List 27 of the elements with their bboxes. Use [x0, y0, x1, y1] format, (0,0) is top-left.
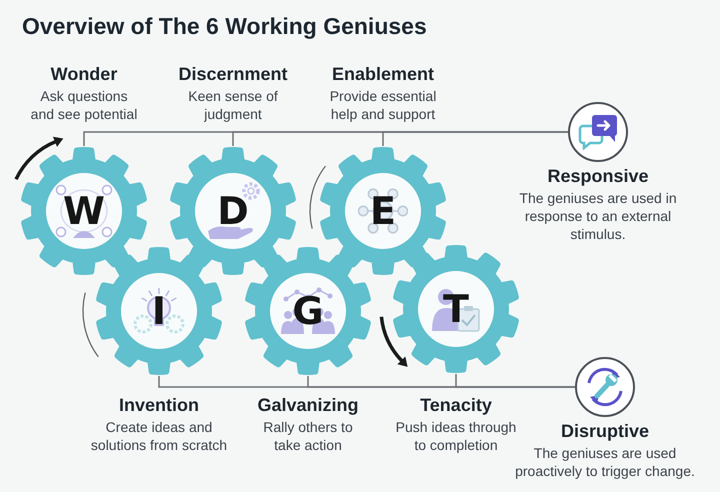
- gear-letter: T: [443, 290, 469, 328]
- gear: [391, 244, 521, 374]
- caption-text: Create ideas and solutions from scratch: [90, 418, 228, 454]
- caption-heading: Enablement: [332, 63, 434, 85]
- caption-text: Provide essential help and support: [328, 87, 438, 123]
- caption-heading: Wonder: [50, 63, 118, 85]
- gear-letter: E: [370, 192, 396, 230]
- gear-letter: G: [292, 292, 324, 330]
- caption-heading: Discernment: [178, 63, 288, 85]
- caption-heading: Responsive: [547, 165, 649, 187]
- gear: [94, 246, 224, 376]
- caption-text: Ask questions and see potential: [30, 87, 138, 123]
- gear-letter: D: [217, 192, 249, 230]
- caption-heading: Disruptive: [560, 420, 650, 442]
- title: Overview of The 6 Working Geniuses: [22, 12, 427, 41]
- gear-letter: W: [63, 192, 105, 230]
- connector-line: [382, 131, 568, 146]
- caption-heading: Invention: [119, 394, 199, 416]
- caption-heading: Galvanizing: [257, 394, 359, 416]
- caption-heading: Tenacity: [420, 394, 492, 416]
- connector-line: [455, 374, 575, 388]
- caption-text: The geniuses are used in response to an external stimulus.: [518, 189, 678, 243]
- gear-letter: I: [152, 292, 166, 330]
- gear: [243, 246, 373, 376]
- caption-text: Rally others to take action: [262, 418, 354, 454]
- caption-text: Keen sense of judgment: [187, 87, 279, 123]
- gear: [19, 146, 149, 276]
